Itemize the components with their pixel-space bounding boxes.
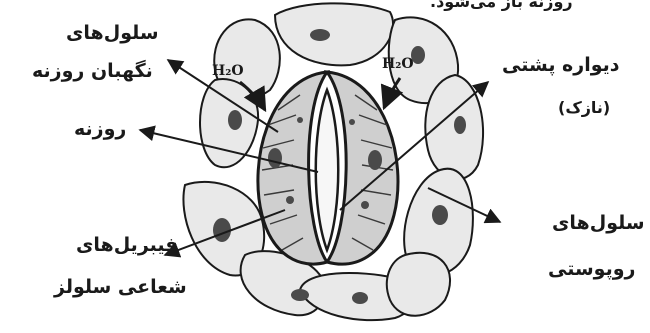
label-epidermal-line1: سلول‌های [552, 214, 645, 233]
label-guard-cells-line1: سلول‌های [66, 24, 159, 43]
top-caption: روزنه باز می‌شود. [430, 0, 573, 10]
label-epidermal-line2: روپوستی [548, 260, 635, 279]
h2o-label-right: H₂O [382, 56, 414, 72]
h2o-label-left: H₂O [212, 63, 244, 79]
epidermal-cell-bottom-right [387, 253, 450, 316]
stoma-pore [316, 90, 339, 250]
label-fibrils-line1: فیبریل‌های [76, 236, 178, 255]
label-stoma: روزنه [74, 120, 126, 139]
label-fibrils-line2: شعاعی سلولز [54, 278, 187, 297]
label-guard-cells-line2: نگهبان روزنه [32, 62, 153, 81]
epidermal-cell-top [275, 3, 393, 65]
label-back-wall-line1: دیواره پشتی [502, 56, 620, 75]
label-back-wall-line2: (نازک) [558, 100, 610, 116]
